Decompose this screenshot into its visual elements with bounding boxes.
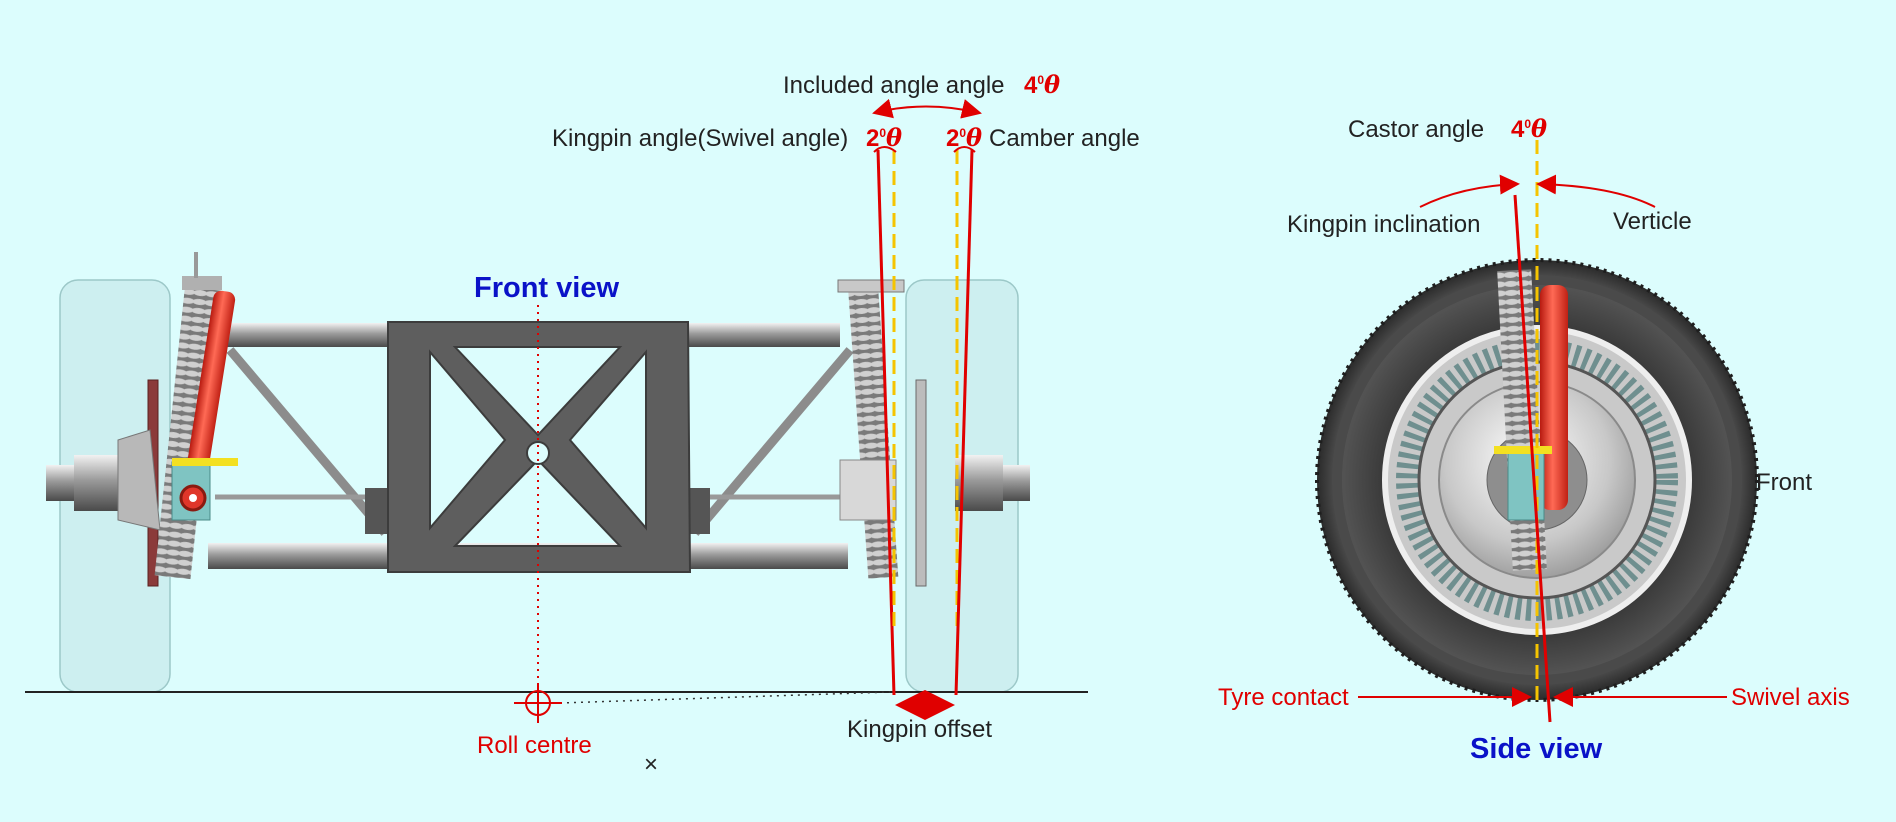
kingpin-offset-label: Kingpin offset — [847, 716, 992, 743]
verticle-label: Verticle — [1613, 208, 1692, 235]
castor-angle-label: Castor angle — [1348, 116, 1484, 143]
front-label: Front — [1756, 469, 1812, 496]
castor-angle-value: 40θ — [1511, 114, 1547, 143]
camber-axis-line — [954, 149, 974, 696]
camber-angle-value: 20θ — [946, 123, 982, 152]
right-axle-stub — [1000, 465, 1030, 501]
close-mark: × — [644, 751, 658, 778]
right-brake-disc — [915, 379, 927, 587]
included-angle-label: Included angle angle — [783, 72, 1005, 99]
roll-centre-label: Roll centre — [477, 732, 592, 759]
included-angle-arrow — [872, 98, 982, 119]
front-view-title: Front view — [474, 272, 619, 304]
swivel-axis-label: Swivel axis — [1731, 684, 1850, 711]
kingpin-inclination-label: Kingpin inclination — [1287, 211, 1480, 238]
camber-angle-label: Camber angle — [989, 125, 1140, 152]
roll-centre-projection — [559, 691, 891, 704]
kingpin-axis-line — [876, 149, 896, 696]
kingpin-angle-label: Kingpin angle(Swivel angle) — [552, 125, 848, 152]
left-axle-stub — [46, 465, 76, 501]
roll-centre-marker — [514, 685, 562, 723]
side-view-title: Side view — [1470, 733, 1603, 765]
included-angle-value: 40θ — [1024, 70, 1060, 99]
left-shock-absorber — [182, 290, 236, 500]
kingpin-angle-value: 20θ — [866, 123, 902, 152]
swivel-axis-line — [1513, 194, 1552, 723]
tyre-contact-label: Tyre contact — [1218, 684, 1349, 711]
